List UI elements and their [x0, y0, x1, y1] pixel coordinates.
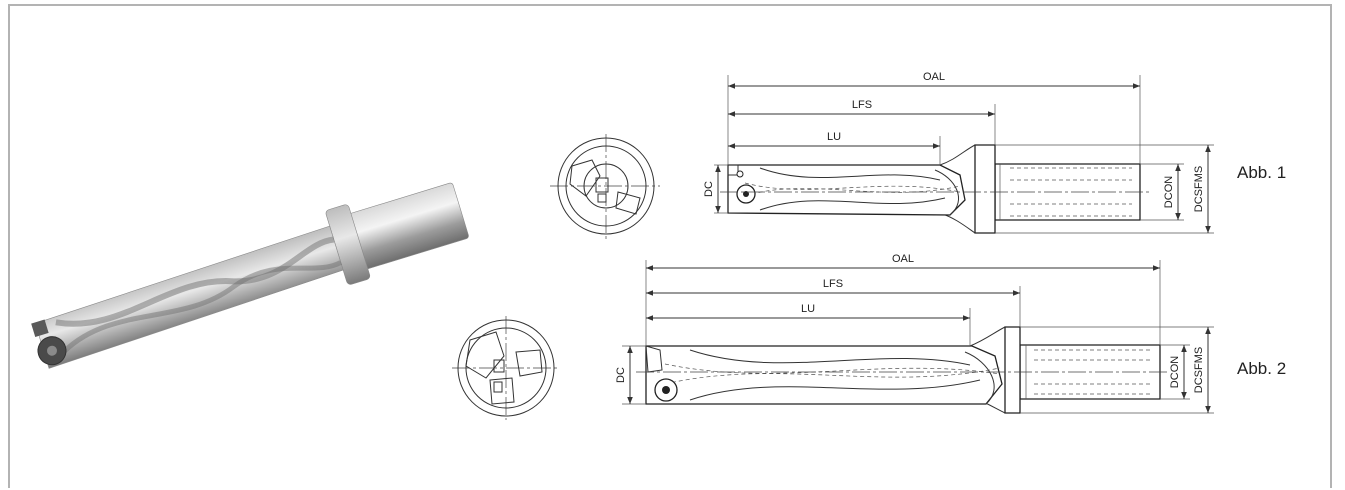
drill-photo — [31, 182, 469, 369]
dim-dcon-2: DCON — [1169, 356, 1181, 388]
dim-dc-1: DC — [703, 181, 715, 197]
dimensions-1 — [714, 75, 1214, 234]
dim-dc-2: DC — [615, 367, 627, 383]
dim-dcsfms-1: DCSFMS — [1193, 166, 1205, 212]
dim-lu-2: LU — [801, 303, 815, 315]
figure-caption-1: Abb. 1 — [1237, 163, 1286, 182]
side-view-1 — [720, 144, 1150, 234]
dim-lfs-1: LFS — [852, 99, 872, 111]
dim-dcon-1: DCON — [1163, 176, 1175, 208]
dimensions-2 — [622, 260, 1214, 414]
dim-oal-2: OAL — [892, 253, 914, 265]
dim-lfs-2: LFS — [823, 278, 843, 290]
dim-dcsfms-2: DCSFMS — [1193, 347, 1205, 393]
front-view-1 — [550, 134, 660, 240]
side-view-2 — [636, 326, 1170, 414]
dim-lu-1: LU — [827, 131, 841, 143]
figure-caption-2: Abb. 2 — [1237, 359, 1286, 378]
dim-oal-1: OAL — [923, 71, 945, 83]
front-view-2 — [452, 316, 560, 420]
